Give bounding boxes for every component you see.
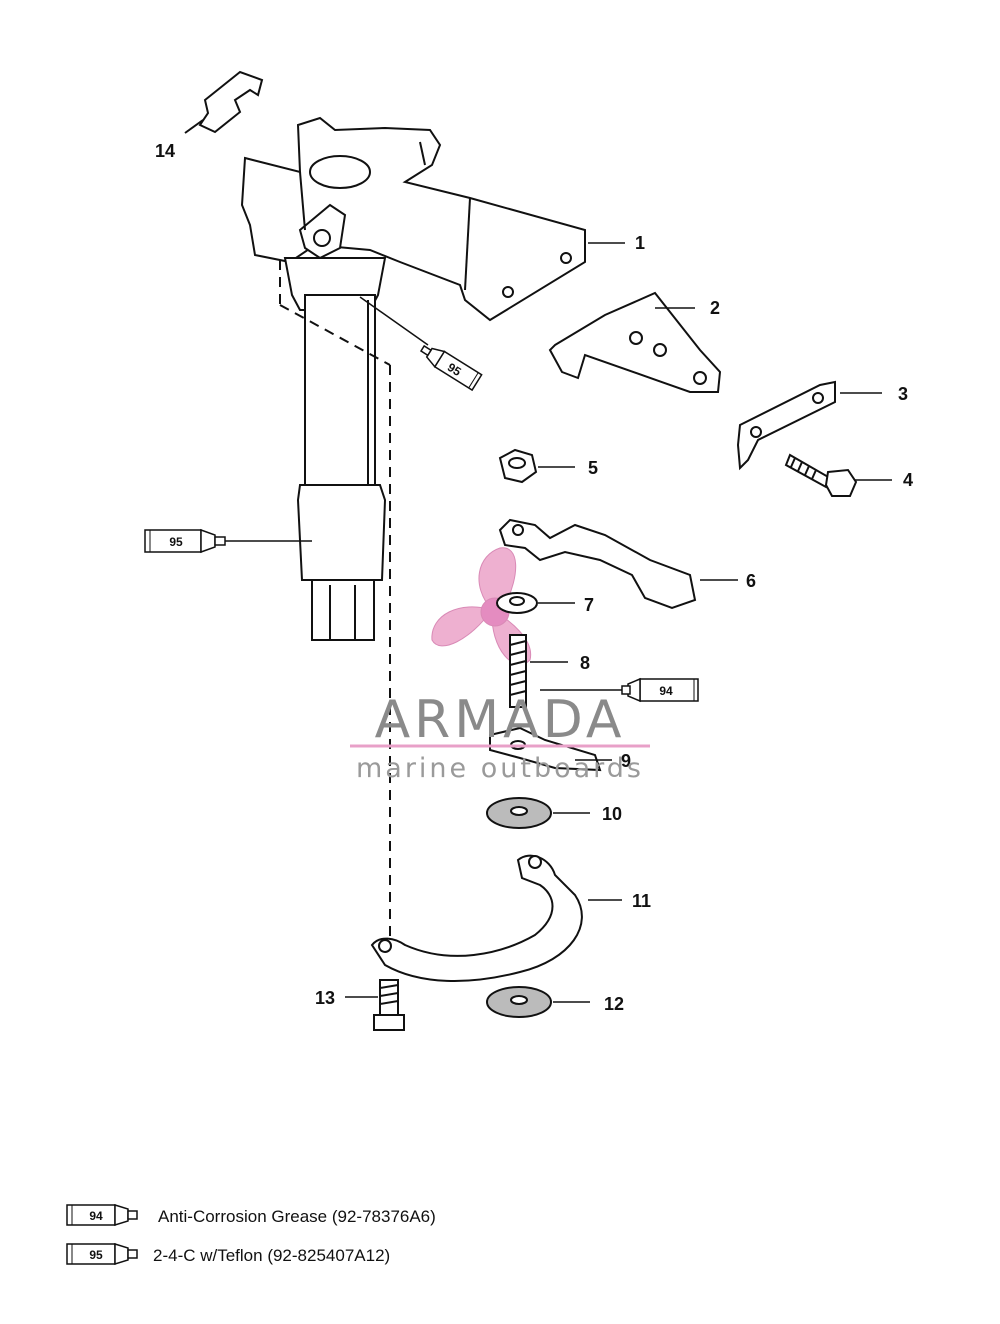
tube-95-left: 95 bbox=[144, 528, 226, 554]
part-14-clip bbox=[184, 70, 264, 134]
shaft-dashed-guide bbox=[279, 260, 391, 945]
callout-6: 6 bbox=[746, 571, 756, 591]
callout-7: 7 bbox=[584, 595, 594, 615]
legend-94-code: 94 bbox=[89, 1209, 103, 1223]
legend-95-code: 95 bbox=[89, 1248, 103, 1262]
callout-4: 4 bbox=[903, 470, 913, 490]
part-6-stop-bracket bbox=[498, 518, 697, 610]
part-12-friction-pad bbox=[486, 986, 552, 1018]
part-4-bolt bbox=[784, 453, 858, 497]
callout-13: 13 bbox=[315, 988, 335, 1008]
leader-lines bbox=[225, 242, 892, 1003]
part-2-plate bbox=[548, 291, 722, 393]
callout-14: 14 bbox=[155, 141, 175, 161]
part-1-steering-bracket bbox=[240, 116, 586, 322]
watermark-text: ARMADA marine outboards bbox=[350, 690, 650, 784]
legend: 94 Anti-Corrosion Grease (92-78376A6) 95… bbox=[66, 1203, 436, 1266]
watermark-brand: ARMADA bbox=[375, 690, 626, 750]
part-7-washer bbox=[496, 592, 538, 614]
callout-2: 2 bbox=[710, 298, 720, 318]
steering-shaft bbox=[283, 257, 387, 641]
callout-8: 8 bbox=[580, 653, 590, 673]
callout-numbers: 1 2 3 4 5 6 7 8 9 10 11 12 13 14 bbox=[155, 141, 913, 1014]
callout-12: 12 bbox=[604, 994, 624, 1014]
part-3-bracket bbox=[736, 380, 836, 471]
tube-94-right: 94 bbox=[621, 677, 699, 703]
part-8-stud bbox=[509, 634, 527, 708]
tube-94-right-label: 94 bbox=[659, 684, 673, 698]
legend-95-text: 2-4-C w/Teflon (92-825407A12) bbox=[153, 1246, 390, 1265]
callout-1: 1 bbox=[635, 233, 645, 253]
callout-9: 9 bbox=[621, 751, 631, 771]
tube-95-left-label: 95 bbox=[169, 535, 183, 549]
legend-item-94: 94 Anti-Corrosion Grease (92-78376A6) bbox=[66, 1203, 436, 1227]
legend-94-text: Anti-Corrosion Grease (92-78376A6) bbox=[158, 1207, 436, 1226]
callout-10: 10 bbox=[602, 804, 622, 824]
callout-3: 3 bbox=[898, 384, 908, 404]
tube-95-upper: 95 bbox=[419, 344, 483, 392]
part-13-screw bbox=[373, 979, 405, 1031]
watermark-tagline: marine outboards bbox=[356, 753, 644, 784]
part-10-friction-pad bbox=[486, 797, 552, 829]
part-5-nut bbox=[498, 448, 538, 484]
callout-5: 5 bbox=[588, 458, 598, 478]
callout-11: 11 bbox=[632, 891, 651, 911]
part-11-curved-arm bbox=[370, 854, 583, 982]
legend-item-95: 95 2-4-C w/Teflon (92-825407A12) bbox=[66, 1242, 390, 1266]
